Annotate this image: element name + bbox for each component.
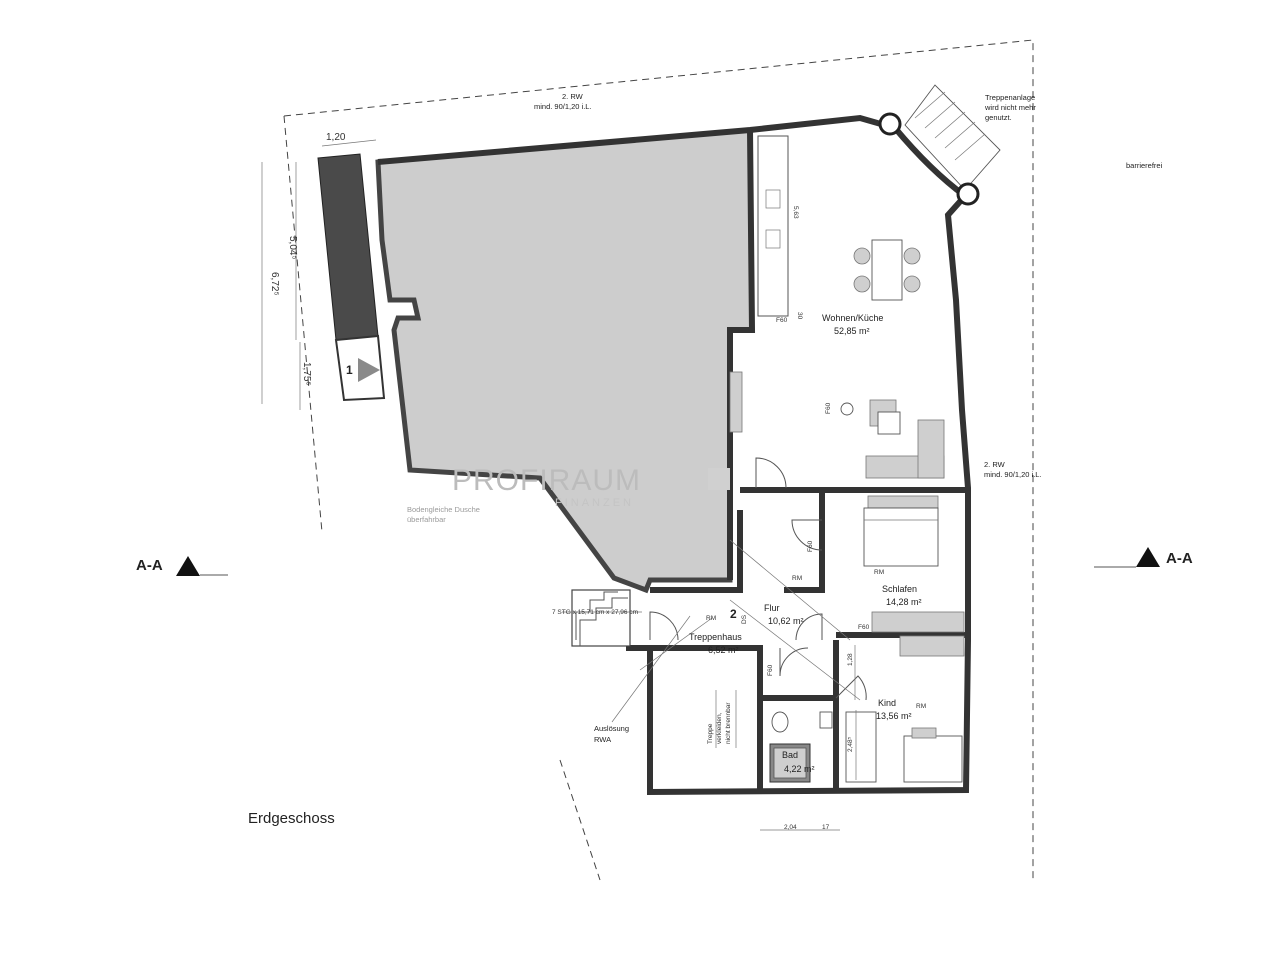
escape-route-right-line2: mind. 90/1,20 i.L. — [984, 470, 1042, 479]
dimension-label: 30 — [796, 312, 803, 320]
interior-wall-hall-bottom — [650, 645, 763, 792]
room-name-wohnen: Wohnen/Küche — [822, 313, 883, 323]
room-name-treppenhaus: Treppenhaus — [689, 632, 742, 642]
smoke-detector-tag: RM — [706, 615, 716, 622]
stair-note-line1: Treppenanlage — [985, 93, 1035, 102]
bathroom-fixtures — [769, 711, 833, 783]
child-furniture — [845, 635, 965, 783]
door-swings — [649, 457, 867, 701]
smoke-detector-tag: RM — [874, 569, 884, 576]
watermark-logo-icon — [708, 468, 730, 490]
entry-number-1: 1 — [346, 363, 353, 377]
wardrobe-bedroom — [871, 611, 965, 633]
dimension-lines — [261, 139, 861, 831]
room-name-kind: Kind — [878, 698, 896, 708]
stair-note-line2: wird nicht mehr — [984, 103, 1036, 112]
fire-door-tag: F60 — [858, 624, 870, 631]
dimension-label: 1,20 — [326, 132, 346, 143]
section-marker-left-icon — [176, 556, 200, 576]
dimension-label: 5,63 — [792, 206, 799, 219]
escape-route-top-line2: mind. 90/1,20 i.L. — [534, 102, 592, 111]
room-area-wohnen: 52,85 m² — [834, 326, 870, 336]
fire-door-tag: F60 — [776, 317, 788, 324]
dining-table — [853, 239, 921, 301]
sofa — [729, 371, 945, 479]
room-area-schlafen: 14,28 m² — [886, 597, 922, 607]
property-boundary — [283, 39, 1034, 880]
dimension-label: 17 — [822, 824, 830, 831]
plan-title: Erdgeschoss — [248, 810, 335, 827]
ds-tag: DS — [741, 614, 748, 624]
section-marker-right-icon — [1136, 547, 1160, 567]
stair-note-line3: genutzt. — [985, 113, 1012, 122]
smoke-detector-tag: RM — [916, 703, 926, 710]
property-boundary-left — [283, 115, 323, 533]
room-name-schlafen: Schlafen — [882, 584, 917, 594]
section-label-left: A-A — [136, 557, 163, 574]
dimension-label: 2,48⁵ — [847, 736, 854, 752]
exterior-wall-top — [377, 114, 896, 165]
dimension-label: 2,04 — [784, 824, 797, 831]
interior-wall-east-living — [727, 129, 756, 580]
watermark-text: PROFIRAUM — [452, 464, 641, 497]
interior-wall-bed-left — [784, 492, 825, 593]
room-area-flur: 10,62 m² — [768, 616, 804, 626]
entry-arrow-icon — [358, 358, 380, 382]
property-boundary-diag — [559, 759, 601, 881]
treppe-note-line3: nicht brennbar — [725, 702, 732, 744]
room-name-flur: Flur — [764, 603, 780, 613]
outer-stair — [571, 589, 631, 647]
barrier-free-note: barrierefrei — [1126, 161, 1163, 170]
shower-note-line1: Bodengleiche Dusche — [407, 505, 480, 514]
room-name-bad: Bad — [782, 750, 798, 760]
escape-route-right-line1: 2. RW — [984, 460, 1006, 469]
exterior-wall-right — [626, 193, 971, 796]
interior-wall-stair — [650, 510, 743, 593]
treppe-note-line2: verkleiden, — [716, 712, 723, 744]
trigger-note-line2: RWA — [594, 735, 611, 744]
kitchen-counter — [757, 135, 789, 317]
room-area-bad: 4,22 m² — [784, 764, 815, 774]
smoke-detector-tag: RM — [792, 575, 802, 582]
fire-door-tag: F60 — [825, 402, 832, 414]
stair-spec: 7 STG x 15,71 cm x 27,96 cm — [552, 609, 638, 616]
room-area-treppenhaus: 6,52 m² — [708, 645, 739, 655]
watermark-subtext: FINANZEN — [555, 497, 634, 509]
entry-number-2: 2 — [730, 607, 737, 621]
room-area-kind: 13,56 m² — [876, 711, 912, 721]
fire-door-tag: F60 — [767, 664, 774, 676]
dimension-label: 1,28 — [847, 653, 854, 666]
double-bed — [863, 495, 939, 567]
dimension-label: 5,04⁵ — [287, 236, 298, 260]
dimension-label: 1,75⁵ — [301, 362, 312, 386]
dimension-label: 6,72⁵ — [269, 272, 280, 296]
terrace-strip — [317, 153, 379, 341]
unused-stair — [878, 84, 1001, 206]
trigger-note-line1: Auslösung — [594, 724, 629, 733]
escape-route-top-line1: 2. RW — [562, 92, 584, 101]
shower-note-line2: überfahrbar — [407, 515, 446, 524]
section-label-right: A-A — [1166, 550, 1193, 567]
fire-door-tag: F60 — [807, 540, 814, 552]
treppe-note-line1: Treppe — [707, 723, 714, 744]
